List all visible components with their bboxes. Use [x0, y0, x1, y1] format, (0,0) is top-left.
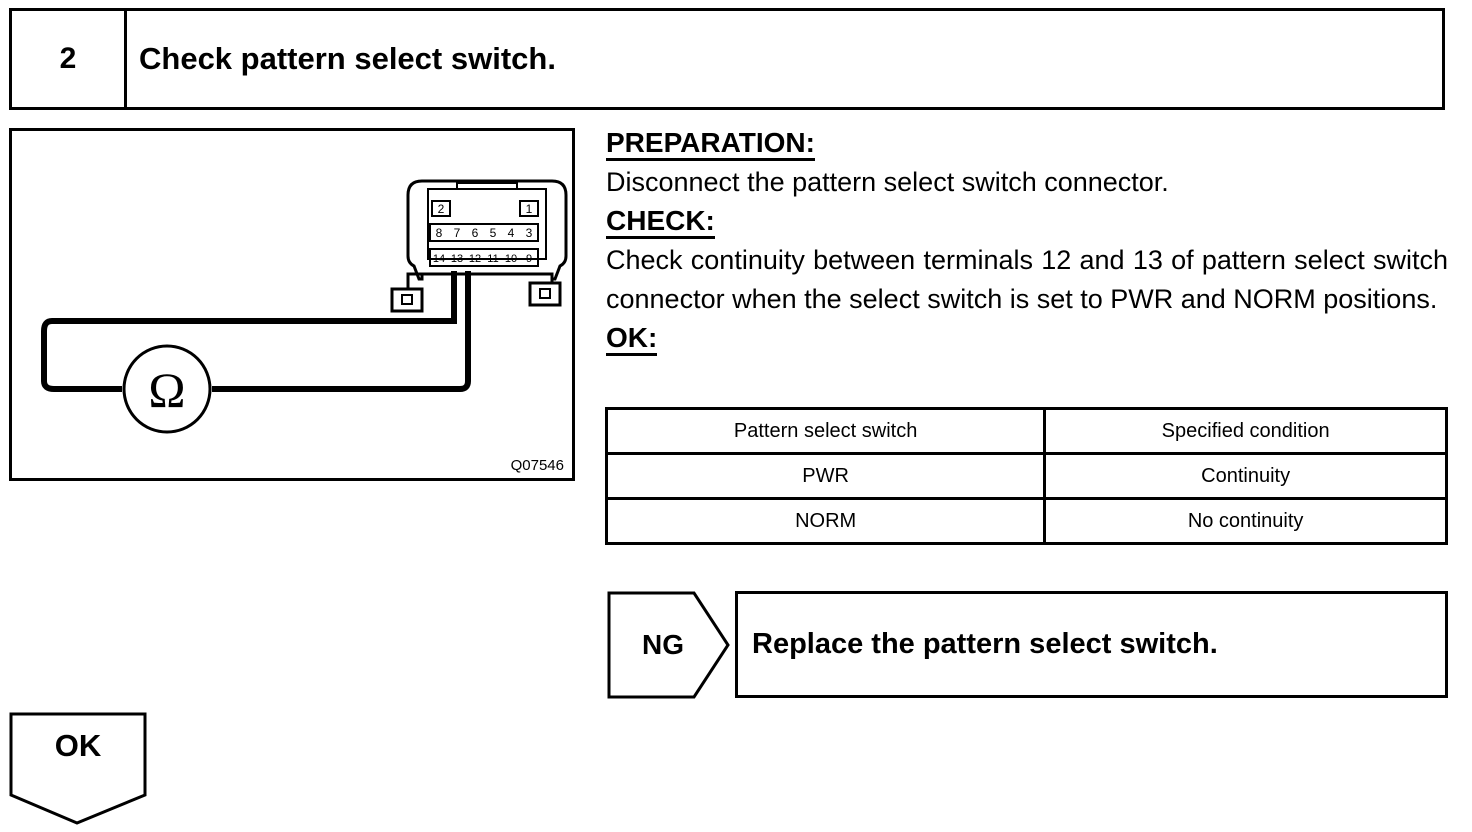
table-cell: NORM [604, 497, 1047, 545]
ohm-symbol: Ω [148, 362, 185, 418]
table-header-cell: Pattern select switch [604, 407, 1047, 455]
ng-label: NG [642, 629, 684, 660]
spec-table: Pattern select switch Specified conditio… [604, 407, 1448, 545]
table-row: NORM No continuity [604, 497, 1448, 545]
terminal-label: 7 [454, 226, 461, 240]
terminal-row-top: 2 1 [431, 200, 539, 217]
ok-indicator: OK [9, 712, 149, 832]
step-header: 2 Check pattern select switch. [9, 8, 1445, 110]
terminal-label: 11 [487, 253, 498, 265]
left-mount-tab [390, 287, 424, 313]
preparation-heading: PREPARATION: [606, 128, 815, 161]
terminal-label: 3 [526, 226, 533, 240]
table-cell: No continuity [1043, 497, 1448, 545]
terminal-cavity [431, 200, 451, 217]
terminal-label: 12 [469, 253, 481, 265]
left-mount-arm [406, 272, 422, 289]
probe-lead-right [212, 271, 471, 392]
ohmmeter-icon [122, 344, 212, 434]
terminal-row-frame [429, 223, 539, 242]
terminal-label: 14 [433, 253, 445, 265]
connector-inner [427, 188, 547, 260]
check-text: Check continuity between terminals 12 an… [606, 245, 1448, 314]
terminal-label: 2 [438, 202, 445, 216]
figure-code: Q07546 [510, 457, 564, 474]
left-mount-hole [401, 294, 413, 305]
table-cell: Continuity [1043, 452, 1448, 500]
terminal-label: 4 [508, 226, 515, 240]
step-number: 2 [12, 11, 127, 107]
connector-diagram: 2 1 8 7 6 5 4 3 14 13 12 11 10 9 Ω [9, 128, 575, 481]
table-row: PWR Continuity [604, 452, 1448, 500]
ok-label: OK [54, 728, 102, 763]
terminal-label: 6 [472, 226, 479, 240]
table-header-cell: Specified condition [1043, 407, 1448, 455]
ng-arrow-icon [607, 591, 730, 699]
terminal-label: 13 [451, 253, 463, 265]
terminal-label: 1 [526, 202, 533, 216]
check-heading: CHECK: [606, 206, 715, 239]
table-header-row: Pattern select switch Specified conditio… [604, 407, 1448, 455]
right-mount-tab [528, 281, 562, 307]
connector-diagram-svg: 2 1 8 7 6 5 4 3 14 13 12 11 10 9 Ω [41, 179, 568, 434]
terminal-label: 5 [490, 226, 497, 240]
terminal-label: 9 [526, 253, 532, 265]
terminal-label: 10 [505, 253, 517, 265]
preparation-text: Disconnect the pattern select switch con… [606, 167, 1169, 197]
ng-action: Replace the pattern select switch. [735, 591, 1448, 698]
ok-arrow-icon [9, 712, 147, 825]
terminal-row-frame [429, 248, 539, 267]
ok-heading: OK: [606, 323, 658, 356]
instructions: PREPARATION: Disconnect the pattern sele… [606, 124, 1448, 358]
terminal-row-middle: 8 7 6 5 4 3 [429, 223, 539, 242]
step-title: Check pattern select switch. [139, 41, 556, 76]
probe-lead-left [41, 271, 457, 392]
terminal-label: 8 [436, 226, 443, 240]
table-cell: PWR [604, 452, 1047, 500]
terminal-row-bottom: 14 13 12 11 10 9 [429, 248, 539, 267]
connector-latch [456, 182, 518, 189]
right-mount-hole [539, 288, 551, 299]
ng-indicator: NG [607, 591, 732, 706]
terminal-cavity [519, 200, 539, 217]
